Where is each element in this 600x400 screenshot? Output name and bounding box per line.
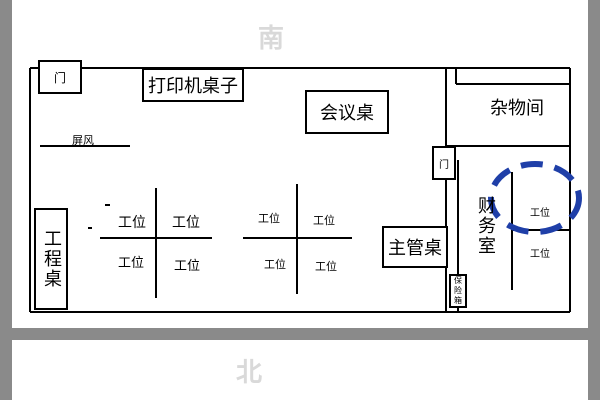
bottom-panel bbox=[12, 340, 588, 400]
highlight-circle bbox=[488, 161, 582, 235]
printer-desk: 打印机桌子 bbox=[142, 68, 244, 102]
meeting-desk-label: 会议桌 bbox=[320, 103, 374, 124]
workstation-mid-1: 工位 bbox=[258, 212, 280, 225]
engineering-desk: 工程桌 bbox=[34, 208, 68, 310]
manager-desk: 主管桌 bbox=[382, 226, 448, 268]
workstation-mid-3: 工位 bbox=[264, 258, 286, 271]
screen-label: 屏风 bbox=[72, 134, 94, 147]
small-cabinet: 保险箱 bbox=[449, 274, 467, 308]
door-top: 门 bbox=[38, 60, 82, 94]
workstation-mid-4: 工位 bbox=[315, 260, 337, 273]
door-mid-label: 门 bbox=[439, 159, 449, 171]
door-mid: 门 bbox=[432, 146, 456, 180]
meeting-desk: 会议桌 bbox=[305, 90, 389, 134]
workstation-finance-2: 工位 bbox=[530, 249, 550, 260]
small-cabinet-label: 保险箱 bbox=[453, 276, 463, 306]
direction-north-label: 北 bbox=[236, 358, 263, 388]
workstation-left-1: 工位 bbox=[118, 215, 146, 231]
manager-desk-label: 主管桌 bbox=[388, 238, 442, 259]
workstation-left-2: 工位 bbox=[172, 215, 200, 231]
workstation-finance-1: 工位 bbox=[530, 208, 550, 219]
door-top-label: 门 bbox=[53, 70, 66, 85]
workstation-mid-2: 工位 bbox=[313, 214, 335, 227]
printer-desk-label: 打印机桌子 bbox=[148, 76, 238, 97]
storage-room-label: 杂物间 bbox=[490, 98, 544, 119]
workstation-left-3: 工位 bbox=[118, 256, 145, 271]
engineering-desk-label: 工程桌 bbox=[41, 229, 62, 289]
floor-plan-panel bbox=[12, 0, 588, 328]
workstation-left-4: 工位 bbox=[174, 259, 201, 274]
finance-room-label: 财务室 bbox=[475, 196, 496, 256]
direction-south-label: 南 bbox=[258, 24, 285, 54]
